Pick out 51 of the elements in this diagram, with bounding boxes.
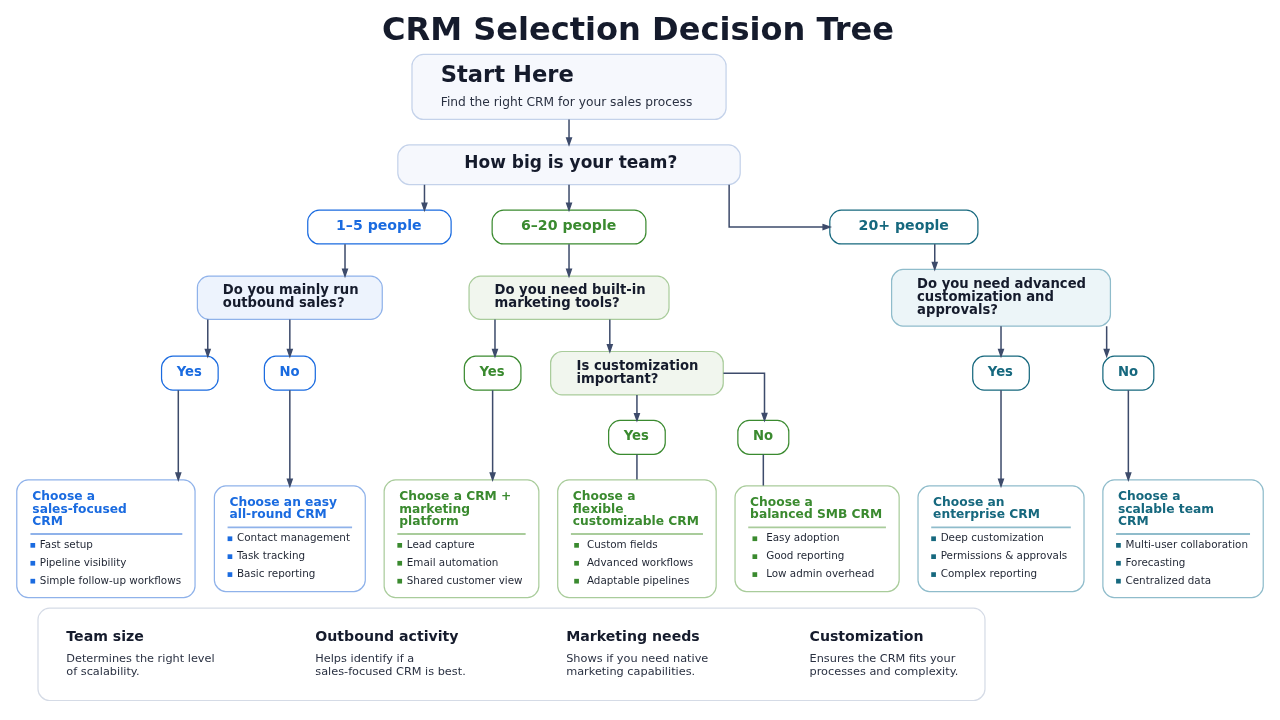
arrow <box>931 243 939 272</box>
node-box: 6–20 people <box>491 209 647 245</box>
connector <box>762 453 765 487</box>
diagram-title: CRM Selection Decision Tree <box>382 10 895 49</box>
node-box: Is customization important? <box>550 350 724 396</box>
arrow <box>174 389 182 482</box>
node-text: Marketing needs Shows if you need native marketing capabilities. <box>566 628 709 678</box>
arrow <box>722 372 768 423</box>
node-box: Choose a CRM + marketing platform Lead capture Email automation Shared customer view <box>383 479 540 599</box>
arrow <box>565 243 573 279</box>
arrow <box>286 318 294 359</box>
arrow <box>204 318 212 359</box>
node-box: No <box>263 355 316 391</box>
node-text: Team size Determines the right level of scalability. <box>66 628 215 678</box>
arrow <box>1124 389 1132 482</box>
node-box: Do you need built-in marketing tools? <box>468 275 670 321</box>
arrow <box>565 184 573 213</box>
cluster <box>37 607 986 702</box>
node-box: 1–5 people <box>307 209 452 245</box>
node-text: Outbound activity Helps identify if a sales-focused CRM is best. <box>315 628 466 678</box>
arrow <box>1103 325 1111 359</box>
node-box: Yes <box>972 355 1030 391</box>
node-box: Yes <box>608 419 666 455</box>
arrow <box>565 118 573 147</box>
node-box: Start Here Find the right CRM for your sales process <box>411 53 727 121</box>
node-box: No <box>1102 355 1155 391</box>
arrow <box>606 318 614 354</box>
node-box: Choose a balanced SMB CRM Easy adoption Good reporting Low admin overhead <box>734 485 900 593</box>
arrow <box>286 389 294 489</box>
node-box: Do you mainly run outbound sales? <box>196 275 383 321</box>
node-box: Choose a scalable team CRM Multi-user collaboration Forecasting Centralized data <box>1102 479 1264 599</box>
node-box: How big is your team? <box>397 144 741 186</box>
node-box: No <box>737 419 790 455</box>
arrow <box>421 184 428 213</box>
node-box: Choose a flexible customizable CRM Custom fields Advanced workflows Adaptable pipelines <box>557 479 717 599</box>
arrow <box>997 389 1005 489</box>
connector <box>636 453 638 481</box>
node-box: 20+ people <box>829 209 979 245</box>
arrow <box>491 318 499 359</box>
node-box: Yes <box>463 355 522 391</box>
node-box: Choose an enterprise CRM Deep customization Permissions & approvals Complex reporting <box>917 485 1085 593</box>
arrow <box>489 389 496 482</box>
arrow <box>997 325 1005 359</box>
arrow <box>341 243 349 279</box>
node-text: Customization Ensures the CRM fits your processes and complexity. <box>809 628 959 678</box>
arrow <box>728 184 833 231</box>
arrow <box>633 394 641 423</box>
node-box: Choose an easy all-round CRM Contact management Task tracking Basic reporting <box>213 485 366 593</box>
node-box: Yes <box>160 355 219 391</box>
node-box: Do you need advanced customization and approvals? <box>891 268 1112 327</box>
node-box: Choose a sales-focused CRM Fast setup Pipeline visibility Simple follow-up workflows <box>16 479 196 599</box>
